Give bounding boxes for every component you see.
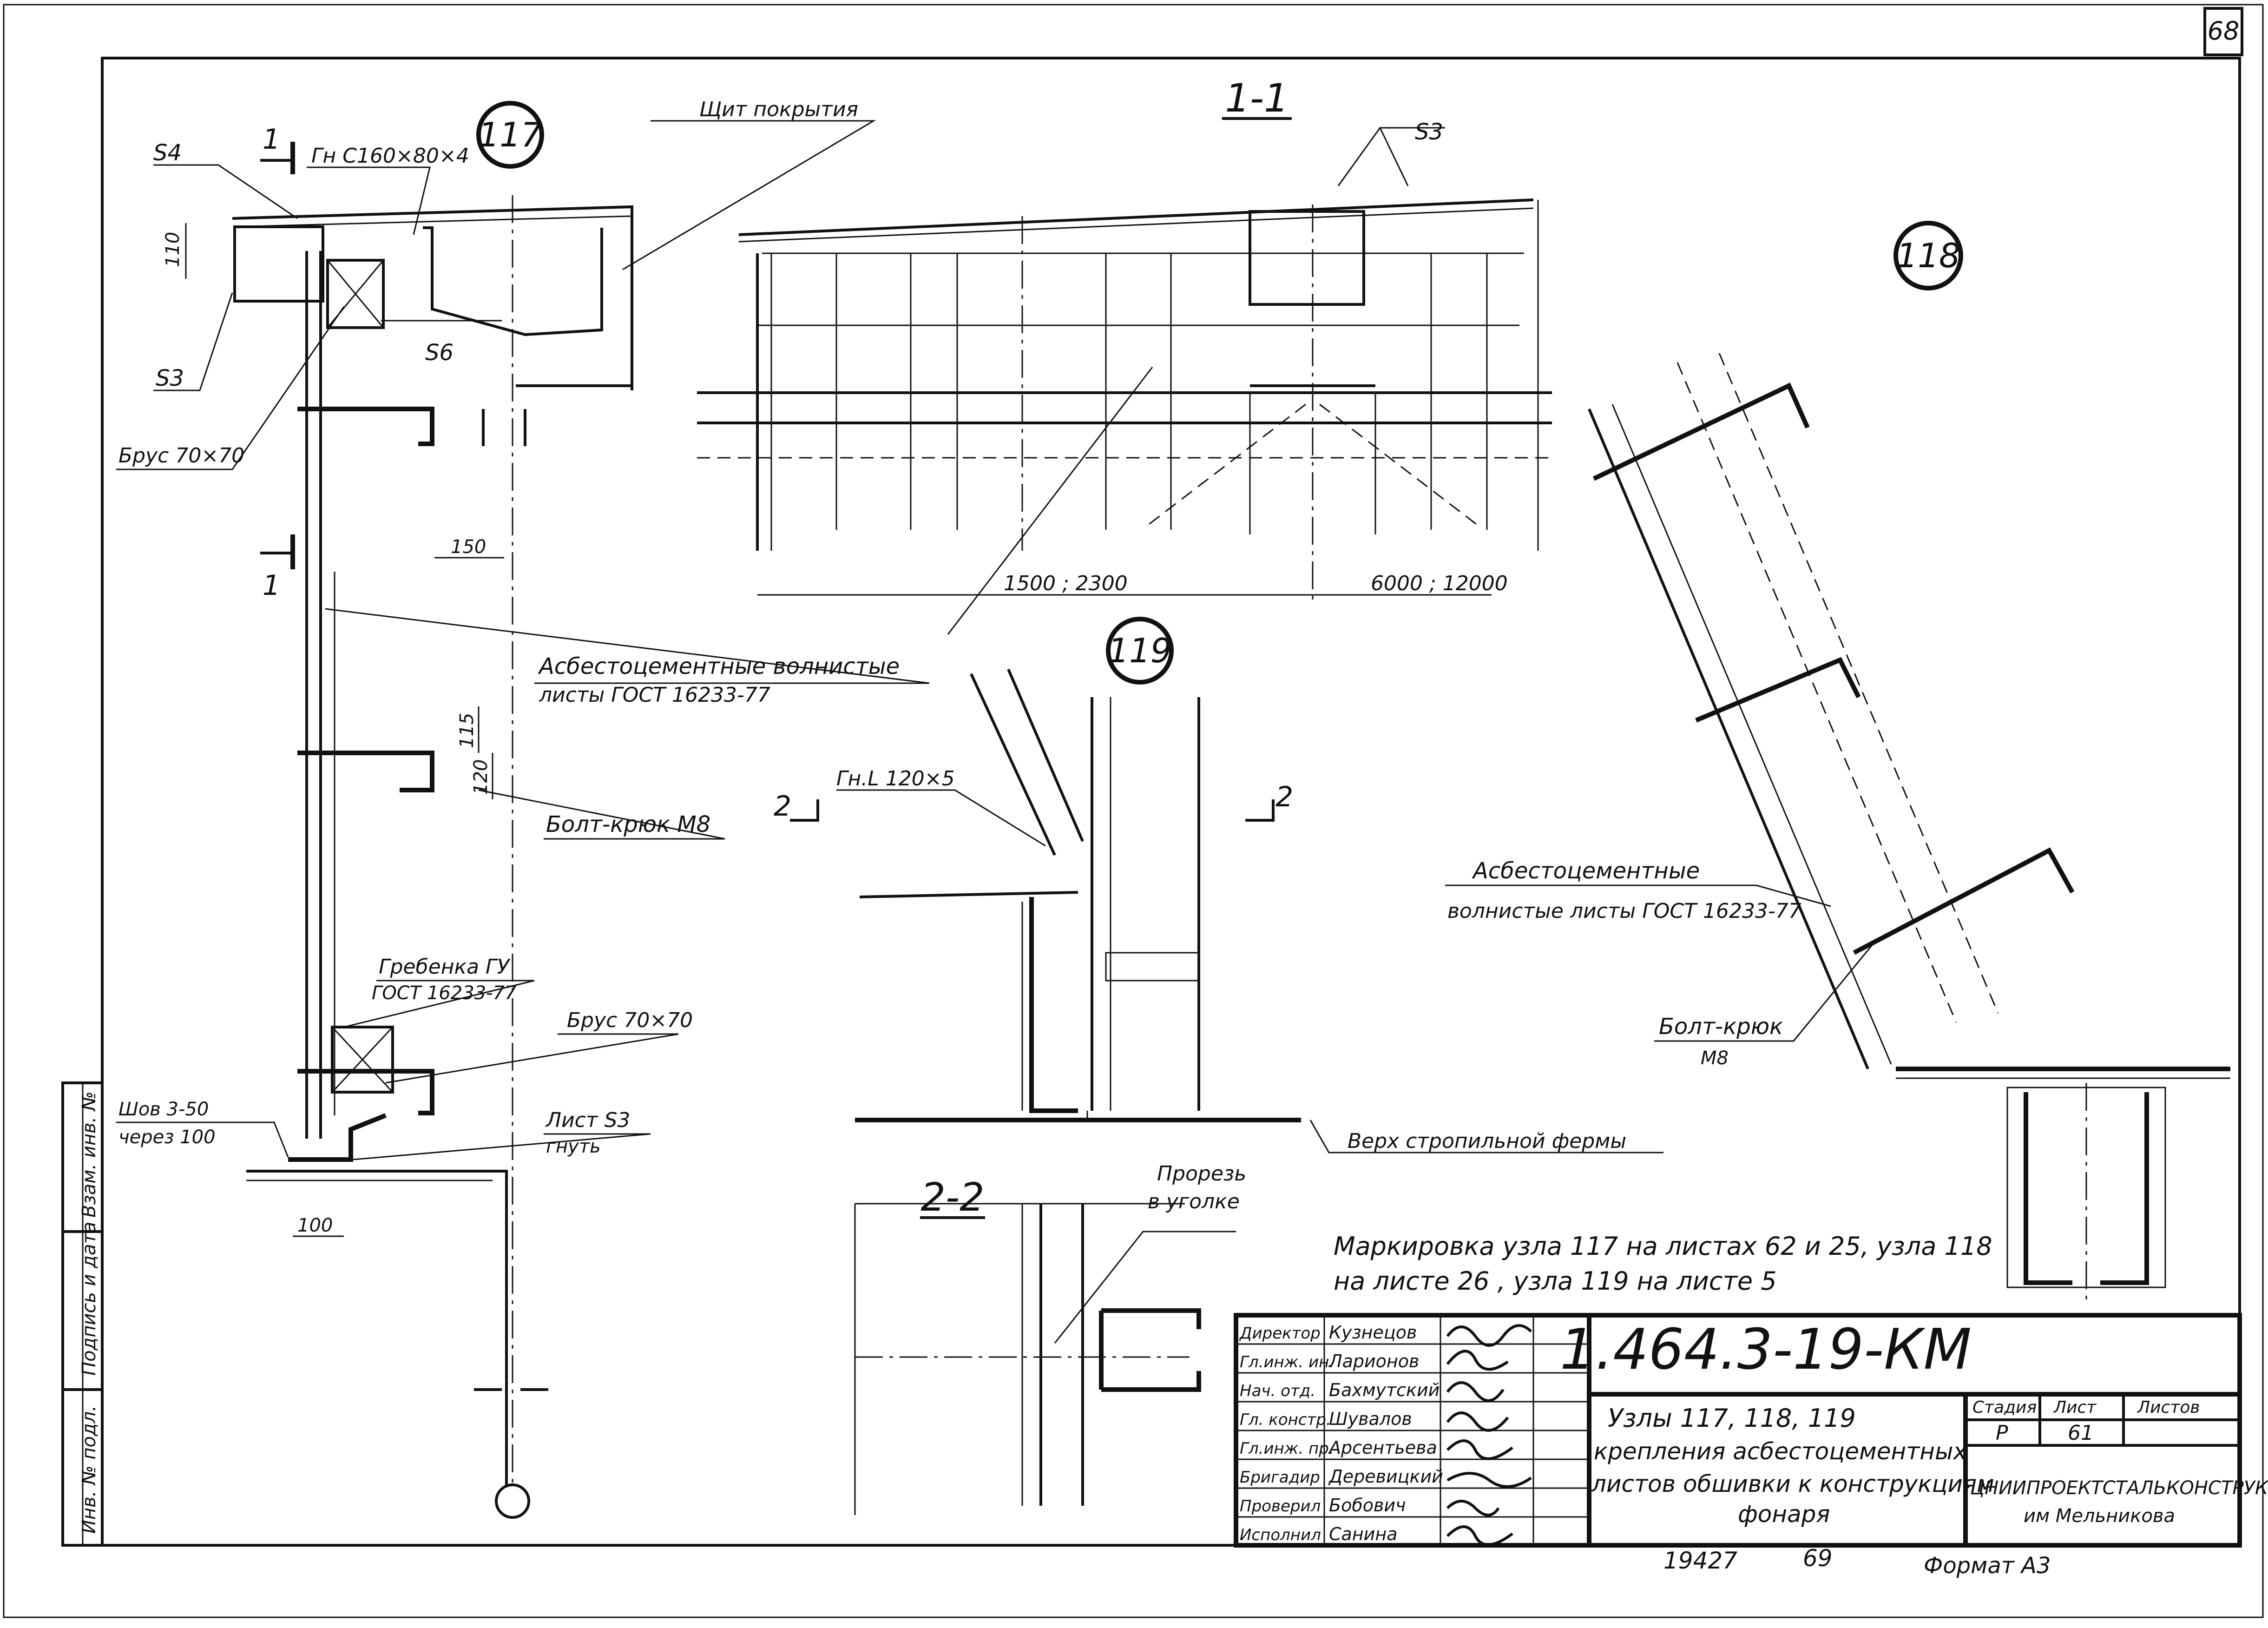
- label-bolt-kryuk-right-2: М8: [1701, 1048, 1729, 1069]
- stage-header: Стадия: [1972, 1398, 2037, 1417]
- label-shchit-pokrytiya: Щит покрытия: [699, 98, 858, 121]
- dimension-100: 100: [297, 1215, 333, 1236]
- label-s4: S4: [153, 140, 182, 166]
- node-118-number: 118: [1896, 236, 1960, 275]
- title-line-2: крепления асбестоцементных: [1594, 1438, 1967, 1465]
- signature-role: Директор: [1239, 1324, 1321, 1343]
- label-grebenka-2: ГОСТ 16233-77: [372, 982, 517, 1004]
- dimension-6000-12000: 6000 ; 12000: [1371, 572, 1508, 595]
- side-stamp-inventory: Инв. № подл.: [79, 1405, 100, 1534]
- label-brus-bottom: Брус 70×70: [567, 1008, 693, 1032]
- label-brus-top: Брус 70×70: [118, 444, 244, 468]
- dimension-1500-2300: 1500 ; 2300: [1004, 572, 1128, 595]
- label-asbest-left-2: листы ГОСТ 16233-77: [539, 683, 770, 707]
- label-s3-section: S3: [1415, 119, 1443, 145]
- handwritten-signatures: [1446, 1324, 1532, 1546]
- node-119-number: 119: [1108, 631, 1171, 670]
- label-asbest-right-1: Асбестоцементные: [1472, 858, 1700, 884]
- cut-2-left-label: 2: [774, 790, 791, 823]
- signature-name: Шувалов: [1329, 1409, 1412, 1429]
- page-number: 68: [2208, 16, 2240, 46]
- marking-note-line-2: на листе 26 , узла 119 на листе 5: [1334, 1266, 1777, 1296]
- title-block: [1234, 1313, 2242, 1548]
- label-s3-left: S3: [156, 365, 184, 391]
- label-list-s3-1: Лист S3: [545, 1108, 630, 1132]
- side-stamp: [61, 1081, 104, 1547]
- label-s6: S6: [425, 340, 454, 366]
- label-asbest-left-1: Асбестоцементные волнистые: [538, 653, 900, 679]
- signature-role: Гл.инж. ин.: [1240, 1353, 1334, 1371]
- node-117-number: 117: [478, 115, 542, 154]
- dimension-115: 115: [456, 713, 478, 748]
- label-prorez-1: Прорезь: [1157, 1162, 1246, 1186]
- cut-2-right-label: 2: [1275, 781, 1293, 813]
- signature-name: Деревицкий: [1328, 1466, 1443, 1487]
- sheet-value: 61: [2068, 1421, 2094, 1445]
- side-stamp-signature: Подпись и дата: [79, 1222, 100, 1376]
- signature-name: Бобович: [1329, 1495, 1406, 1516]
- sheets-header: Листов: [2137, 1398, 2200, 1417]
- cut-1-bottom-label: 1: [263, 569, 280, 602]
- signature-role: Проверил: [1240, 1497, 1321, 1516]
- node-118-drawing: [1445, 221, 2230, 1301]
- node-117-drawing: [116, 101, 930, 1519]
- signature-name: Арсентьева: [1328, 1437, 1437, 1458]
- cut-1-top-label: 1: [263, 123, 280, 156]
- label-verkh-fermy: Верх стропильной фермы: [1348, 1129, 1626, 1153]
- signature-name: Ларионов: [1328, 1351, 1419, 1371]
- section-1-1-drawing: [697, 117, 1552, 635]
- stage-value: Р: [1996, 1421, 2008, 1445]
- sheet-header: Лист: [2053, 1398, 2097, 1417]
- label-asbest-right-2: волнистые листы ГОСТ 16233-77: [1447, 899, 1801, 923]
- sheet-frame: [3, 4, 2264, 1618]
- signature-role: Гл. констр.: [1240, 1410, 1331, 1429]
- inventory-number: 19427: [1663, 1547, 1737, 1574]
- title-line-4: фонаря: [1738, 1501, 1830, 1528]
- marking-note-line-1: Маркировка узла 117 на листах 62 и 25, у…: [1334, 1232, 1992, 1261]
- label-gn-c160: Гн С160×80×4: [311, 144, 469, 168]
- signature-role: Нач. отд.: [1240, 1382, 1315, 1400]
- section-2-2-title: 2-2: [920, 1174, 984, 1220]
- signature-role: Исполнил: [1240, 1526, 1321, 1544]
- organization-name: ЦНИИПРОЕКТСТАЛЬКОНСТРУКЦИЯ: [1970, 1477, 2268, 1499]
- label-bolt-kryuk-right-1: Болт-крюк: [1659, 1014, 1783, 1040]
- title-line-3: листов обшивки к конструкциям: [1591, 1470, 1994, 1497]
- section-2-2-drawing: [854, 1203, 1236, 1515]
- document-code: 1.464.3-19-КМ: [1560, 1318, 1972, 1382]
- label-prorez-2: в уголке: [1148, 1190, 1240, 1213]
- label-list-s3-2: гнуть: [546, 1136, 601, 1157]
- dimension-110: 110: [162, 232, 184, 267]
- label-shov-1: Шов 3-50: [118, 1099, 209, 1120]
- signature-role: Бригадир: [1240, 1468, 1320, 1487]
- side-stamp-replacement: Взам. инв. №: [79, 1091, 100, 1218]
- node-117-circle: [476, 101, 544, 169]
- signature-role: Гл.инж. пр.: [1240, 1439, 1334, 1458]
- signature-name: Санина: [1329, 1524, 1398, 1544]
- label-shov-2: через 100: [118, 1127, 216, 1148]
- dimension-150: 150: [451, 536, 486, 558]
- node-118-circle: [1893, 221, 1963, 290]
- title-line-1: Узлы 117, 118, 119: [1608, 1404, 1856, 1433]
- inventory-suffix: 69: [1803, 1545, 1833, 1572]
- label-gn-l120: Гн.L 120×5: [836, 767, 955, 791]
- signature-name: Бахмутский: [1329, 1380, 1440, 1400]
- organization-subtitle: им Мельникова: [2024, 1505, 2175, 1527]
- signature-table: Директор Кузнецов Гл.инж. ин. Ларионов Н…: [1239, 1322, 1443, 1544]
- node-119-circle: [1106, 617, 1174, 685]
- section-1-1-title: 1-1: [1225, 75, 1288, 121]
- label-grebenka-1: Гребенка ГУ: [379, 955, 511, 979]
- dimension-120: 120: [470, 759, 492, 795]
- format-label: Формат А3: [1924, 1553, 2051, 1579]
- label-bolt-kryuk-left: Болт-крюк М8: [546, 811, 710, 837]
- signature-name: Кузнецов: [1329, 1322, 1417, 1343]
- node-119-drawing: [790, 617, 1663, 1153]
